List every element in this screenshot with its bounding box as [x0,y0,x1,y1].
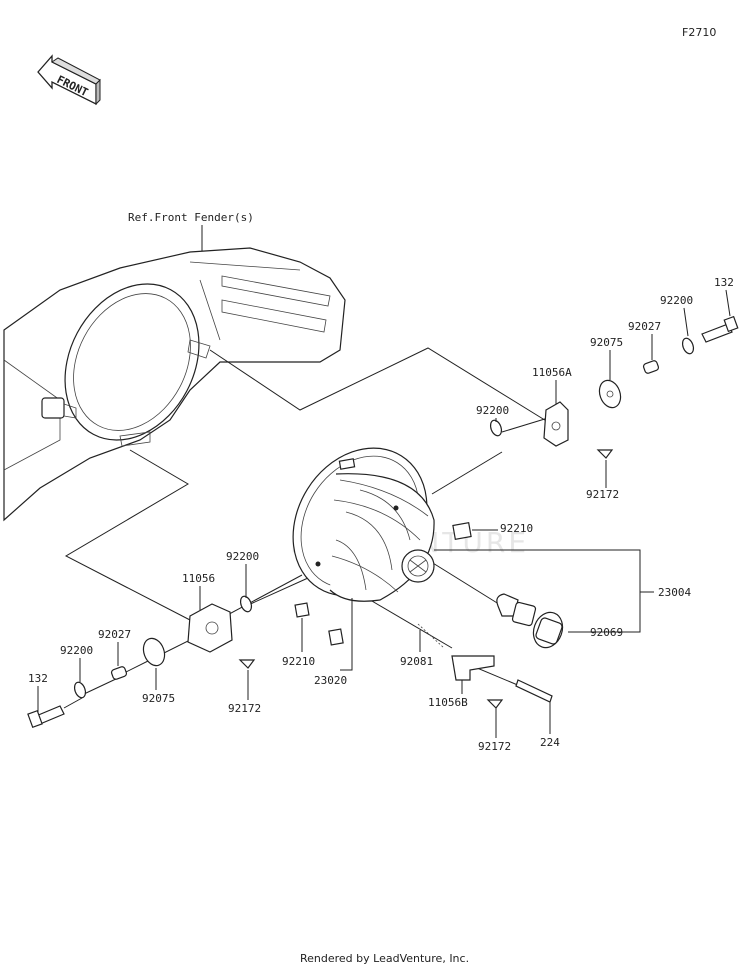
label-92027-left: 92027 [98,628,131,641]
label-11056B: 11056B [428,696,468,709]
label-92172-left: 92172 [228,702,261,715]
front-fender-drawing [3,247,346,522]
label-23004: 23004 [658,586,691,599]
label-92081: 92081 [400,655,433,668]
label-132-left: 132 [28,672,48,685]
bracket-23004 [434,549,641,633]
bulb-drawing [496,593,564,649]
assembly-leader-lines [63,347,549,709]
ref-front-fender-note: Ref.Front Fender(s) [128,211,254,224]
label-92200-right-mid: 92200 [476,404,509,417]
label-224: 224 [540,736,560,749]
front-arrow-icon: FRONT [37,54,101,106]
label-132-right: 132 [714,276,734,289]
label-11056: 11056 [182,572,215,585]
label-92210-left: 92210 [282,655,315,668]
label-92027-right: 92027 [628,320,661,333]
figure-code: F2710 [682,26,716,39]
footer-credit: Rendered by LeadVenture, Inc. [300,952,469,965]
leader-23020 [340,598,353,671]
label-92200-right-top: 92200 [660,294,693,307]
label-11056A: 11056A [532,366,572,379]
label-92172-right: 92172 [586,488,619,501]
leader-132-right [725,289,731,317]
label-92075-left: 92075 [142,692,175,705]
left-mount-parts [27,595,344,729]
right-mount-parts [452,315,739,540]
label-92172-bottom: 92172 [478,740,511,753]
label-23020: 23020 [314,674,347,687]
label-92210-right: 92210 [500,522,533,535]
label-92200-left-mid: 92200 [226,550,259,563]
label-92075-right: 92075 [590,336,623,349]
headlight-housing-drawing [292,447,435,602]
label-92069: 92069 [590,626,623,639]
label-92200-left: 92200 [60,644,93,657]
leader-92200-right-top [683,307,689,337]
